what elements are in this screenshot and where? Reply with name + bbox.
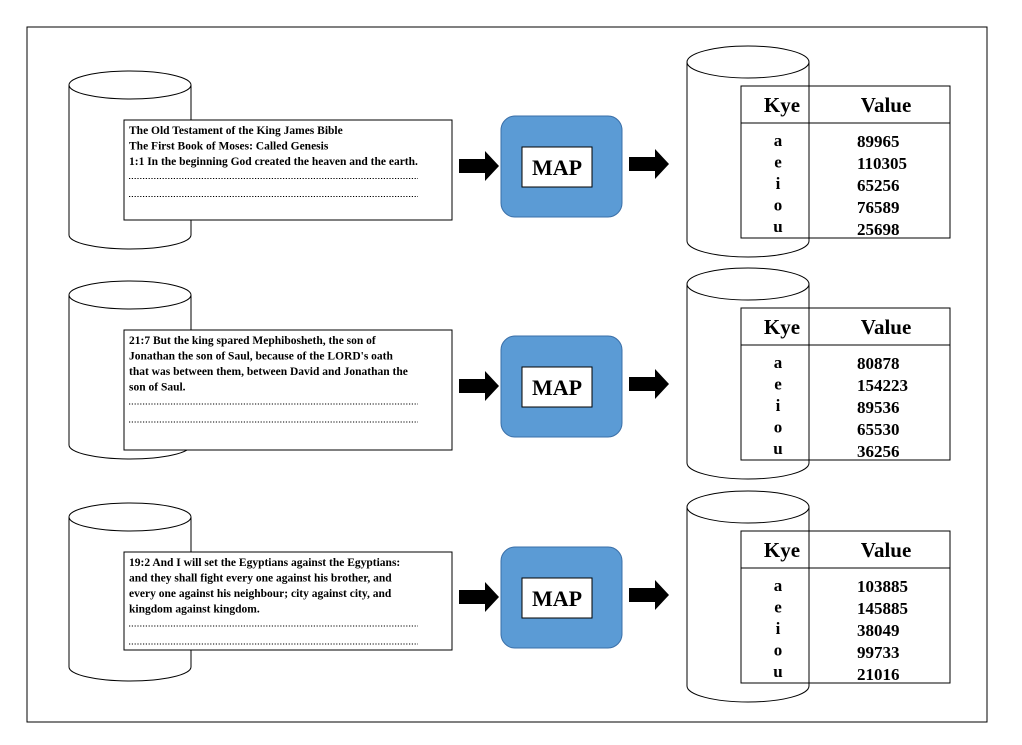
kv-key-header: Kye [764, 538, 800, 562]
kv-key-cell: o [774, 418, 783, 437]
arrow-right-icon [459, 371, 499, 401]
input-text-line: 1:1 In the beginning God created the hea… [129, 156, 418, 168]
kv-key-cell: u [773, 439, 782, 458]
kv-value-cell: 99733 [857, 643, 900, 662]
input-text-line: The First Book of Moses: Called Genesis [129, 141, 329, 153]
kv-value-header: Value [861, 538, 912, 562]
kv-key-cell: i [776, 396, 781, 415]
row-2: 21:7 But the king spared Mephibosheth, t… [68, 267, 951, 480]
kv-table [740, 307, 951, 461]
rows-layer: The Old Testament of the King James Bibl… [68, 45, 951, 703]
kv-key-cell: e [774, 375, 782, 394]
input-text-line: every one against his neighbour; city ag… [129, 588, 392, 600]
kv-value-cell: 145885 [857, 599, 908, 618]
arrow-right-icon [629, 149, 669, 179]
kv-value-cell: 65256 [857, 176, 900, 195]
row-3: 19:2 And I will set the Egyptians agains… [68, 490, 951, 703]
kv-value-cell: 89965 [857, 132, 900, 151]
output-cylinder-top [686, 490, 810, 524]
kv-value-cell: 38049 [857, 621, 900, 640]
kv-value-cell: 110305 [857, 154, 907, 173]
input-text-line: kingdom against kingdom. [129, 604, 260, 616]
kv-table [740, 530, 951, 684]
kv-value-cell: 80878 [857, 354, 900, 373]
kv-value-header: Value [861, 93, 912, 117]
row-1: The Old Testament of the King James Bibl… [68, 45, 951, 258]
kv-value-cell: 65530 [857, 420, 900, 439]
map-label: MAP [532, 586, 582, 611]
kv-value-cell: 21016 [857, 665, 900, 684]
input-text-line: and they shall fight every one against h… [129, 573, 392, 585]
input-text-line: that was between them, between David and… [129, 366, 408, 378]
kv-key-cell: o [774, 196, 783, 215]
kv-key-cell: i [776, 619, 781, 638]
kv-key-cell: a [774, 131, 783, 150]
output-cylinder-top [686, 267, 810, 301]
kv-key-header: Kye [764, 93, 800, 117]
input-cylinder-top [68, 70, 192, 100]
kv-value-cell: 25698 [857, 220, 900, 239]
input-text-line: 21:7 But the king spared Mephibosheth, t… [129, 335, 376, 347]
arrow-right-icon [629, 580, 669, 610]
input-text-line: son of Saul. [129, 382, 186, 394]
input-cylinder-top [68, 280, 192, 310]
kv-value-cell: 76589 [857, 198, 900, 217]
map-label-box [521, 146, 593, 188]
input-text-box [123, 551, 453, 651]
kv-value-cell: 154223 [857, 376, 908, 395]
kv-key-cell: u [773, 217, 782, 236]
arrow-right-icon [629, 369, 669, 399]
kv-key-cell: o [774, 641, 783, 660]
input-text-line: Jonathan the son of Saul, because of the… [129, 351, 393, 363]
input-text-box [123, 329, 453, 451]
kv-table [740, 85, 951, 239]
map-label-box [521, 366, 593, 408]
arrow-right-icon [459, 151, 499, 181]
input-cylinder-top [68, 502, 192, 532]
kv-key-header: Kye [764, 315, 800, 339]
kv-value-cell: 89536 [857, 398, 900, 417]
kv-key-cell: a [774, 576, 783, 595]
map-label: MAP [532, 375, 582, 400]
kv-value-cell: 36256 [857, 442, 900, 461]
kv-key-cell: e [774, 153, 782, 172]
map-label-box [521, 577, 593, 619]
kv-key-cell: a [774, 353, 783, 372]
input-text-box [123, 119, 453, 221]
input-text-line: 19:2 And I will set the Egyptians agains… [129, 557, 400, 569]
kv-value-header: Value [861, 315, 912, 339]
kv-key-cell: i [776, 174, 781, 193]
output-cylinder-top [686, 45, 810, 79]
input-text-line: The Old Testament of the King James Bibl… [129, 125, 343, 137]
kv-key-cell: u [773, 662, 782, 681]
kv-key-cell: e [774, 598, 782, 617]
map-label: MAP [532, 155, 582, 180]
arrow-right-icon [459, 582, 499, 612]
kv-value-cell: 103885 [857, 577, 908, 596]
